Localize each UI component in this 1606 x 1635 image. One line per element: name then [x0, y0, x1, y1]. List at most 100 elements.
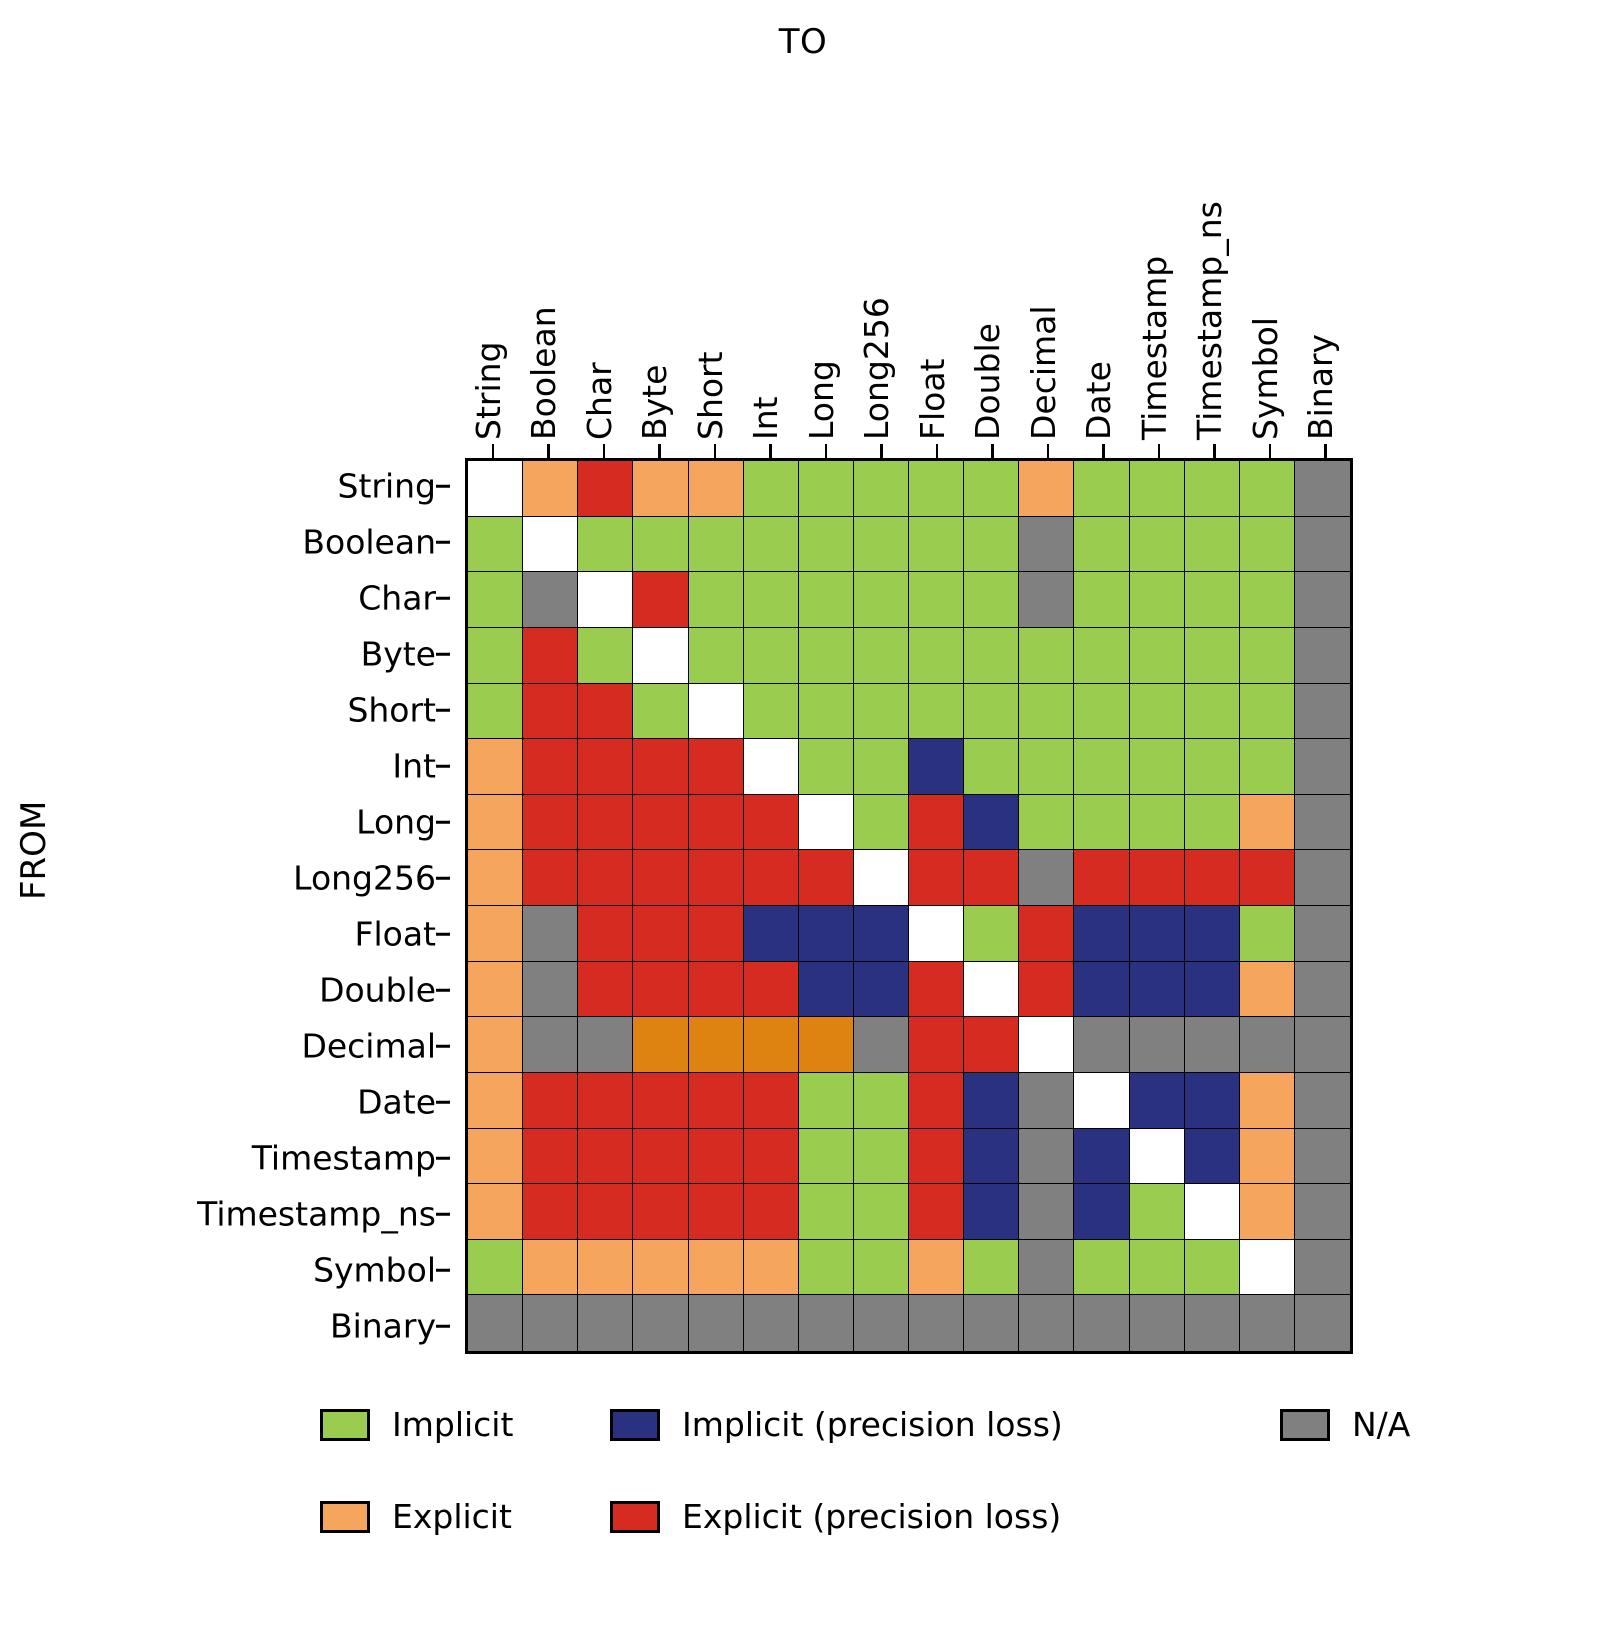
- matrix-cell: [1129, 1128, 1185, 1185]
- matrix-cell: [798, 516, 855, 573]
- matrix-cell: [853, 1017, 910, 1074]
- to-column-label-char: Char: [579, 362, 619, 440]
- matrix-cell: [798, 905, 855, 962]
- matrix-cell: [1129, 1239, 1185, 1296]
- matrix-cell: [743, 794, 800, 851]
- from-row-tick: [436, 764, 450, 768]
- matrix-cell: [1129, 1017, 1185, 1074]
- matrix-cell: [743, 738, 800, 795]
- matrix-cell: [467, 1072, 524, 1129]
- from-row-label-int: Int: [392, 746, 436, 786]
- matrix-cell: [853, 905, 910, 962]
- matrix-cell: [688, 460, 744, 517]
- to-column-label-byte: Byte: [635, 364, 675, 440]
- matrix-cell: [1239, 850, 1296, 907]
- matrix-cell: [1184, 1072, 1241, 1129]
- matrix-cell: [798, 1183, 855, 1240]
- matrix-cell: [1294, 1295, 1351, 1352]
- matrix-cell: [577, 516, 634, 573]
- matrix-cell: [688, 738, 744, 795]
- matrix-cell: [1239, 683, 1296, 740]
- matrix-cell: [963, 1183, 1020, 1240]
- matrix-cell: [467, 1183, 524, 1240]
- matrix-cell: [1184, 850, 1241, 907]
- matrix-cell: [853, 516, 910, 573]
- matrix-cell: [1074, 460, 1130, 517]
- from-row-tick: [436, 1324, 450, 1328]
- matrix-cell: [577, 572, 634, 629]
- matrix-cell: [1184, 738, 1241, 795]
- matrix-cell: [963, 1128, 1020, 1185]
- from-row-label-decimal: Decimal: [301, 1026, 436, 1066]
- matrix-cell: [1018, 1072, 1075, 1129]
- from-row-tick: [436, 1268, 450, 1272]
- conversion-matrix-grid: [465, 458, 1353, 1354]
- matrix-cell: [853, 1295, 910, 1352]
- legend-swatch-icon: [610, 1408, 660, 1441]
- matrix-cell: [1184, 683, 1241, 740]
- legend-item: Explicit (precision loss): [610, 1500, 1061, 1533]
- from-row-label-symbol: Symbol: [313, 1250, 436, 1290]
- matrix-cell: [1074, 1183, 1130, 1240]
- matrix-cell: [1239, 1072, 1296, 1129]
- matrix-cell: [577, 1017, 634, 1074]
- matrix-cell: [963, 627, 1020, 684]
- matrix-cell: [633, 1183, 689, 1240]
- matrix-cell: [577, 961, 634, 1018]
- matrix-cell: [1294, 1183, 1351, 1240]
- matrix-cell: [1018, 1017, 1075, 1074]
- matrix-cell: [1129, 1295, 1185, 1352]
- to-column-label-timestamp: Timestamp: [1134, 255, 1174, 440]
- matrix-cell: [1074, 794, 1130, 851]
- from-row-tick: [436, 708, 450, 712]
- matrix-cell: [1074, 627, 1130, 684]
- matrix-cell: [1074, 850, 1130, 907]
- from-row-tick: [436, 596, 450, 600]
- matrix-cell: [798, 850, 855, 907]
- to-column-label-timestamp_ns: Timestamp_ns: [1190, 201, 1230, 440]
- matrix-cell: [908, 627, 965, 684]
- matrix-cell: [1129, 516, 1185, 573]
- from-row-label-float: Float: [354, 914, 436, 954]
- matrix-cell: [908, 850, 965, 907]
- matrix-cell: [1239, 961, 1296, 1018]
- matrix-cell: [908, 961, 965, 1018]
- matrix-cell: [798, 1128, 855, 1185]
- matrix-cell: [522, 794, 579, 851]
- matrix-cell: [633, 961, 689, 1018]
- matrix-cell: [688, 516, 744, 573]
- matrix-cell: [522, 905, 579, 962]
- matrix-cell: [798, 572, 855, 629]
- matrix-cell: [1018, 627, 1075, 684]
- matrix-cell: [688, 794, 744, 851]
- matrix-cell: [1184, 905, 1241, 962]
- to-column-label-symbol: Symbol: [1245, 317, 1285, 440]
- matrix-cell: [633, 460, 689, 517]
- matrix-cell: [467, 516, 524, 573]
- matrix-cell: [467, 961, 524, 1018]
- matrix-cell: [1129, 683, 1185, 740]
- matrix-cell: [1129, 460, 1185, 517]
- matrix-cell: [522, 1183, 579, 1240]
- to-column-label-boolean: Boolean: [524, 306, 564, 440]
- matrix-cell: [1018, 961, 1075, 1018]
- matrix-cell: [522, 516, 579, 573]
- from-row-label-char: Char: [358, 578, 436, 618]
- matrix-cell: [1239, 1183, 1296, 1240]
- matrix-cell: [688, 683, 744, 740]
- matrix-cell: [743, 572, 800, 629]
- matrix-cell: [522, 1072, 579, 1129]
- matrix-cell: [908, 572, 965, 629]
- from-row-tick: [436, 820, 450, 824]
- matrix-cell: [798, 794, 855, 851]
- matrix-cell: [853, 572, 910, 629]
- matrix-cell: [1294, 460, 1351, 517]
- matrix-cell: [743, 1017, 800, 1074]
- to-column-tick: [1046, 444, 1049, 458]
- matrix-cell: [1239, 905, 1296, 962]
- matrix-cell: [633, 1295, 689, 1352]
- matrix-cell: [1129, 1183, 1185, 1240]
- matrix-cell: [633, 905, 689, 962]
- matrix-cell: [522, 1295, 579, 1352]
